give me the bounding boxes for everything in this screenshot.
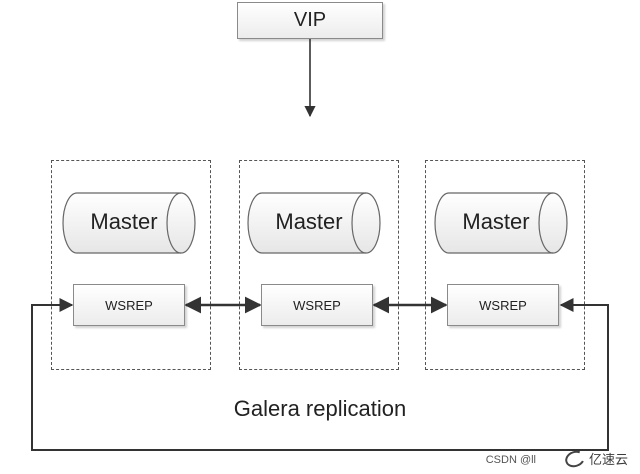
vip-box: VIP xyxy=(237,2,383,39)
master-label-3: Master xyxy=(462,209,530,234)
wsrep-box-2: WSREP xyxy=(261,284,373,326)
diagram-caption: Galera replication xyxy=(233,396,407,421)
node-3-container xyxy=(425,160,585,370)
wsrep-box-1: WSREP xyxy=(73,284,185,326)
watermark-brand: 亿速云 xyxy=(562,447,628,470)
wsrep-label-3: WSREP xyxy=(479,297,527,313)
wsrep-box-3: WSREP xyxy=(447,284,559,326)
watermark-brand-text: 亿速云 xyxy=(588,452,628,467)
node-1-container xyxy=(51,160,211,370)
node-2-container xyxy=(239,160,399,370)
wsrep-label-1: WSREP xyxy=(105,297,153,313)
vip-label: VIP xyxy=(293,9,327,31)
master-label-1: Master xyxy=(90,209,158,234)
brand-logo-icon xyxy=(562,447,588,470)
wsrep-label-2: WSREP xyxy=(293,297,341,313)
watermark-source: CSDN @ll xyxy=(485,454,536,466)
master-label-2: Master xyxy=(275,209,343,234)
